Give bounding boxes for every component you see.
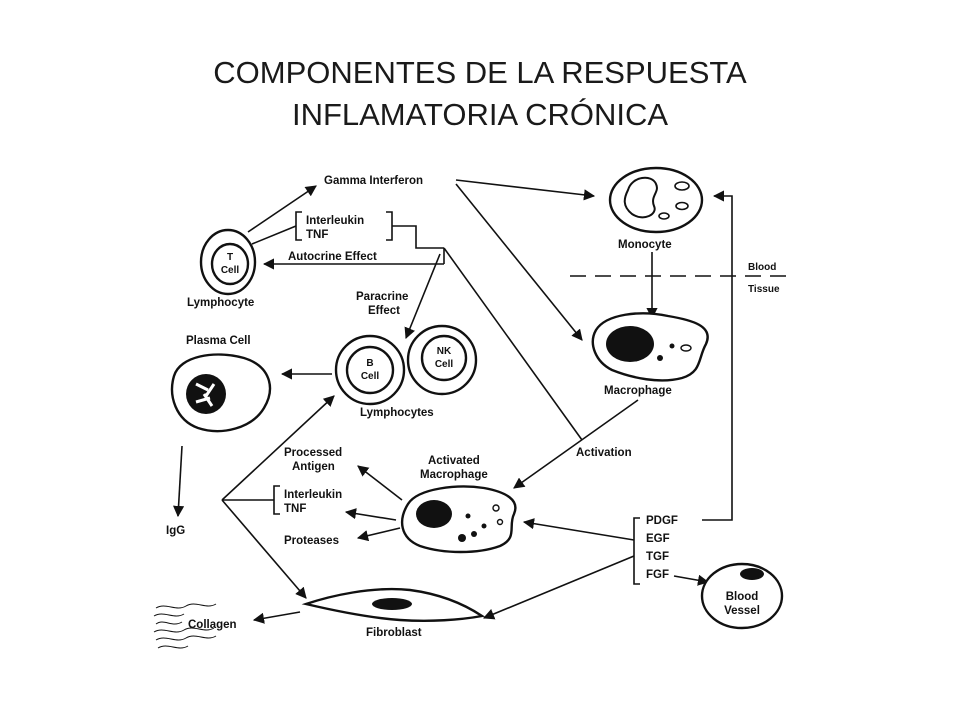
activated-macrophage-label-1: Activated (428, 455, 480, 467)
line-interleukin-junction (392, 225, 444, 249)
line-to-activation (443, 247, 583, 441)
arrow-gf-to-fibroblast (482, 555, 635, 620)
paracrine-label-1: Paracrine (356, 291, 408, 303)
blood-vessel-label-2: Vessel (724, 605, 760, 617)
processed-antigen-label-1: Processed (284, 447, 342, 459)
bracket-right-top (386, 211, 393, 241)
interleukin-bottom-label: Interleukin (284, 489, 342, 501)
tgf-label: TGF (646, 551, 669, 563)
title-line-2: INFLAMATORIA CRÓNICA (291, 97, 669, 132)
t-cell-label-1: T (227, 252, 233, 263)
tissue-label: Tissue (748, 284, 780, 295)
activated-macrophage (400, 485, 517, 554)
arrow-tcell-to-gamma (247, 185, 317, 233)
autocrine-effect-label: Autocrine Effect (288, 251, 377, 263)
arrow-gamma-to-macrophage (455, 183, 583, 341)
activation-label: Activation (576, 447, 632, 459)
b-cell: B Cell (334, 334, 406, 406)
arrow-pdgf-to-monocyte (702, 190, 733, 521)
macrophage (591, 312, 709, 382)
fibroblast (301, 587, 486, 622)
lymphocytes-label: Lymphocytes (360, 407, 434, 419)
arrow-to-bcell (221, 395, 335, 501)
pdgf-label: PDGF (646, 515, 678, 527)
arrow-paracrine (404, 253, 441, 340)
arrow-to-interleukin-bottom (344, 508, 397, 521)
activated-macrophage-label-2: Macrophage (420, 469, 488, 481)
t-cell-label-2: Cell (221, 265, 240, 276)
nk-cell: NK Cell (406, 324, 478, 396)
lymphocyte-label: Lymphocyte (187, 297, 254, 309)
arrow-to-proteases (356, 527, 401, 542)
fibroblast-label: Fibroblast (366, 627, 422, 639)
bracket-left-bottom (273, 485, 280, 515)
b-cell-label-2: Cell (361, 371, 380, 382)
blood-vessel: Blood Vessel (700, 562, 784, 630)
arrow-macrophage-to-activated (513, 399, 639, 489)
egf-label: EGF (646, 533, 670, 545)
collagen-fibers (153, 603, 217, 649)
blood-label: Blood (748, 262, 776, 273)
tnf-top-label: TNF (306, 229, 328, 241)
arrow-gf-to-activated (522, 518, 635, 541)
arrow-plasma-to-igg (172, 445, 185, 518)
monocyte (608, 166, 704, 234)
t-cell: T Cell (199, 228, 257, 296)
interleukin-top-label: Interleukin (306, 215, 364, 227)
arrow-fibroblast-to-collagen (252, 611, 301, 624)
tnf-bottom-label: TNF (284, 503, 306, 515)
nk-cell-label-2: Cell (435, 359, 454, 370)
arrow-gamma-to-monocyte (455, 179, 596, 201)
line-tcell-to-interleukin (251, 225, 297, 245)
igg-label: IgG (166, 525, 185, 537)
gamma-interferon-label: Gamma Interferon (324, 175, 423, 187)
blood-vessel-label-1: Blood (726, 591, 759, 603)
arrow-to-fibroblast (221, 499, 307, 599)
processed-antigen-label-2: Antigen (292, 461, 335, 473)
bracket-growth-factors (633, 517, 640, 585)
collagen-label: Collagen (188, 619, 237, 631)
plasma-cell (170, 353, 272, 433)
plasma-cell-label: Plasma Cell (186, 335, 251, 347)
bracket-left-top (295, 211, 302, 241)
arrow-to-processed-antigen (357, 465, 403, 501)
fgf-label: FGF (646, 569, 669, 581)
b-cell-label-1: B (366, 358, 373, 369)
proteases-label: Proteases (284, 535, 339, 547)
nk-cell-label-1: NK (437, 346, 452, 357)
monocyte-label: Monocyte (618, 239, 672, 251)
page-title: COMPONENTES DE LA RESPUESTA INFLAMATORIA… (0, 52, 960, 136)
paracrine-label-2: Effect (368, 305, 400, 317)
arrow-fgf-to-vessel (673, 574, 710, 586)
title-line-1: COMPONENTES DE LA RESPUESTA (213, 55, 747, 90)
macrophage-label: Macrophage (604, 385, 672, 397)
